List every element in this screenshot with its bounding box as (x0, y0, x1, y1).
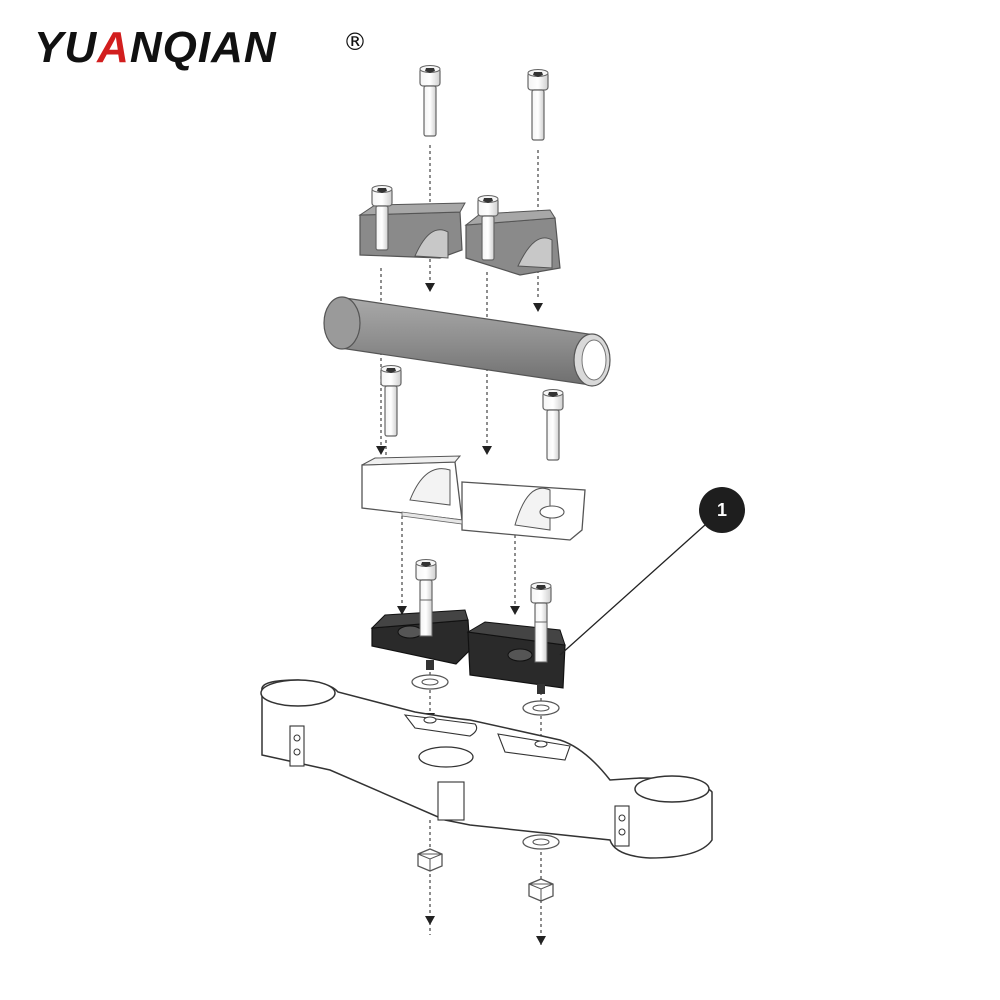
riser-base-black (370, 599, 566, 694)
brand-name: YUANQIAN (34, 23, 277, 72)
handlebar-tube (323, 296, 611, 387)
callout-1: 1 (559, 487, 745, 656)
washer-icon (522, 834, 560, 850)
registered-mark: ® (343, 28, 367, 56)
brand-logo: YUANQIAN ® (34, 23, 367, 72)
hex-nut-icon (528, 878, 554, 902)
white-riser (361, 455, 586, 541)
bolt-icon (419, 64, 441, 137)
bolt-icon (542, 388, 564, 461)
washer-icon (522, 700, 560, 716)
washer-icon (411, 674, 449, 690)
bolt-icon (527, 68, 549, 141)
top-clamp (358, 184, 561, 276)
hex-nut-icon (417, 848, 443, 872)
callout-badge (699, 487, 745, 533)
callout-number: 1 (717, 500, 727, 520)
triple-clamp (260, 679, 713, 859)
bolt-icon (380, 364, 402, 437)
